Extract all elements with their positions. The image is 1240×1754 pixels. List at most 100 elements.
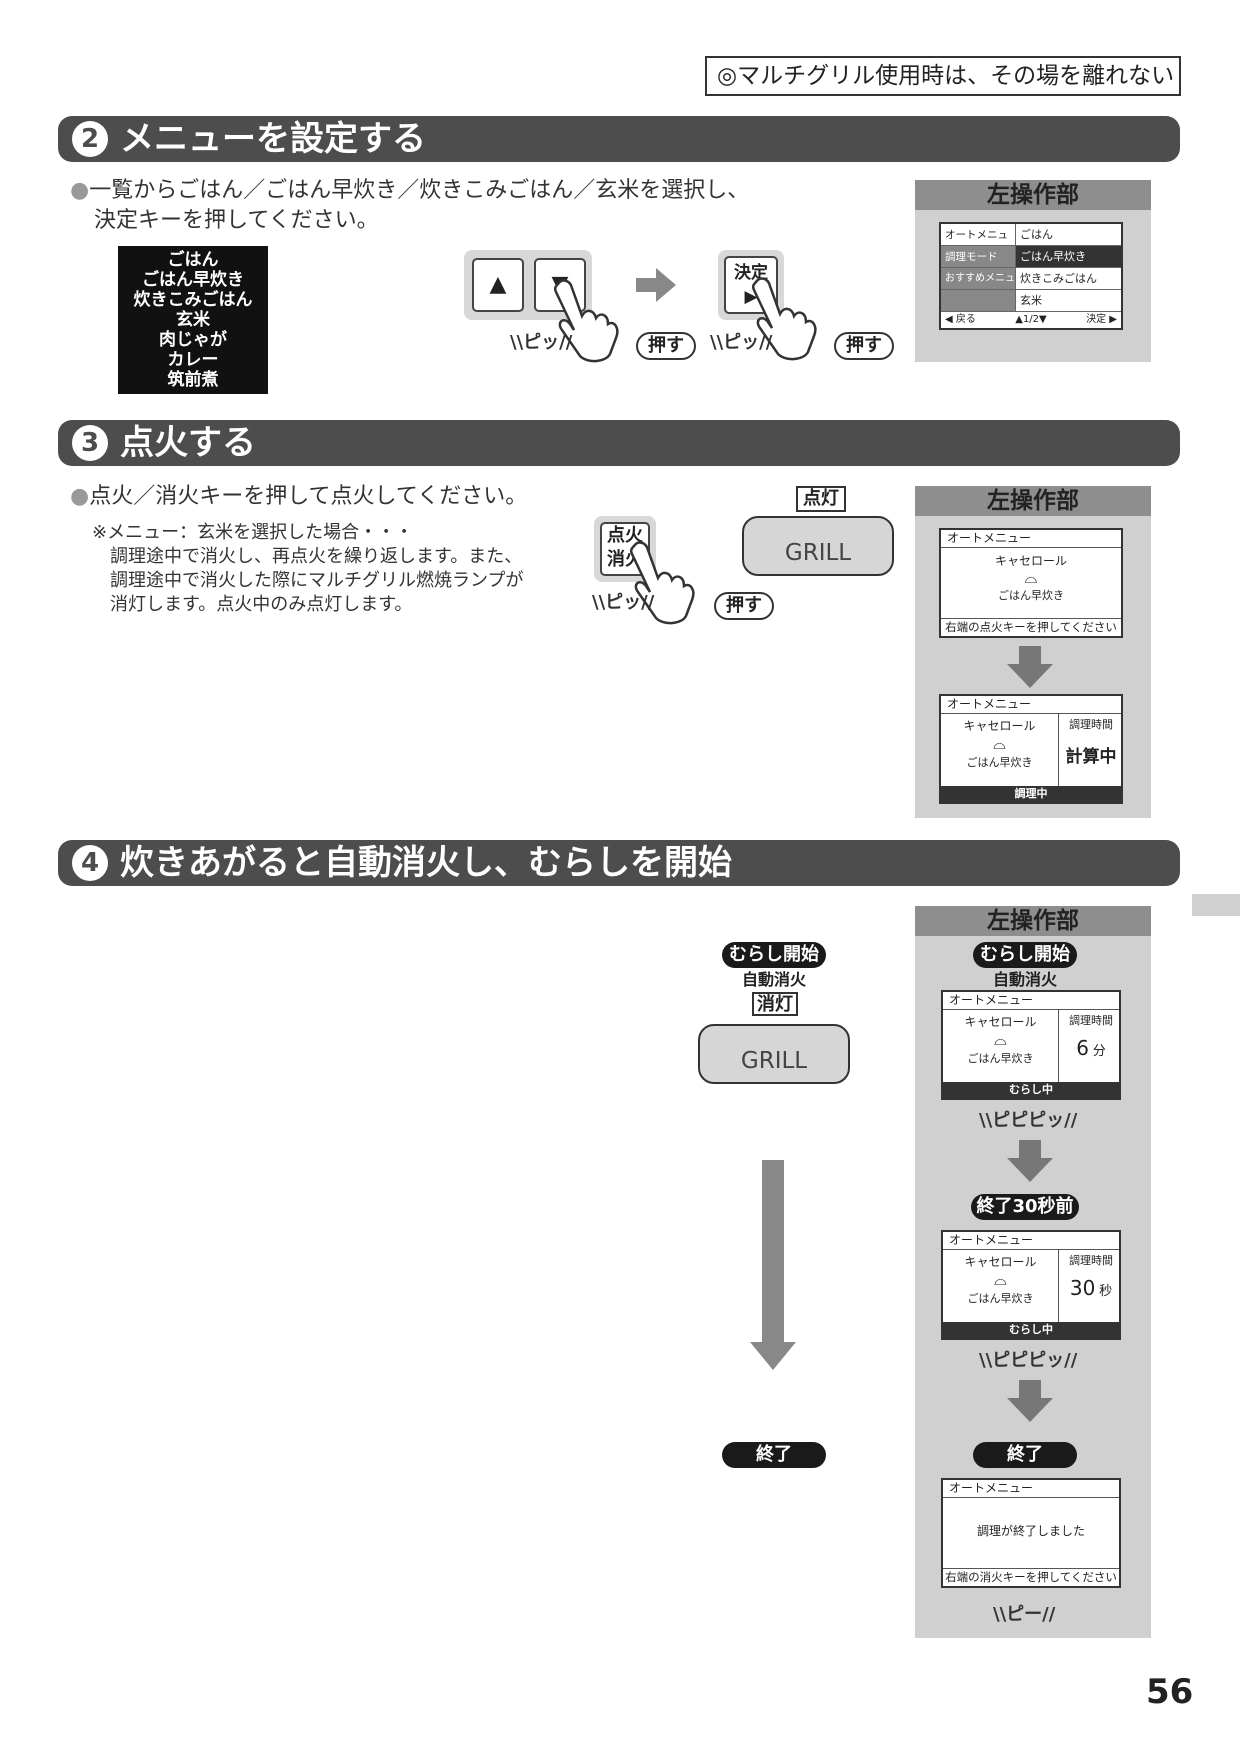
lcd-option: ごはん [1015,224,1121,245]
menu-item: 肉じゃが [159,330,227,350]
end-30s-badge: 終了30秒前 [971,1194,1079,1220]
grill-indicator: GRILL [698,1024,850,1084]
section-header-2: 2 メニューを設定する [58,116,1180,162]
lcd-header: オートメニュー [943,1480,1119,1498]
lcd-display: オートメニュー キャセロール ⌓ ごはん早炊き 調理時間 6 分 むらし中 [941,990,1121,1100]
lcd-display: オートメニュー キャセロール ⌓ ごはん早炊き 調理時間 計算中 調理中 [939,694,1123,804]
lcd-page: ▲1/2▼ [1015,314,1047,325]
lcd-option-selected: ごはん早炊き [1015,246,1121,267]
lamp-lit-label: 点灯 [796,486,846,512]
lcd-submenu: ごはん早炊き [967,1052,1034,1065]
lcd-footer: むらし中 [943,1082,1119,1098]
lcd-submenu: ごはん早炊き [998,589,1064,602]
left-control-panel: 左操作部 オートメニュー ごはん 調理モード ごはん早炊き おすすめメニュー 炊… [915,180,1151,362]
lcd-time-label: 調理時間 [1069,718,1113,731]
menu-item: 筑前煮 [167,370,219,390]
lcd-header: オートメニュー [941,696,1121,714]
menu-item: 炊きこみごはん [133,290,253,310]
lcd-display: オートメニュー 調理が終了しました 右端の消火キーを押してください [941,1478,1121,1588]
note-text: ※メニュー：玄米を選択した場合・・・ [92,522,414,543]
panel-title: 左操作部 [915,906,1151,936]
lcd-time-label: 調理時間 [1069,1014,1113,1027]
section-title: メニューを設定する [120,119,426,159]
lcd-menu-name: キャセロール [994,554,1067,568]
left-control-panel: 左操作部 むらし開始 自動消火 オートメニュー キャセロール ⌓ ごはん早炊き … [915,906,1151,1638]
instruction-text: ●点火／消火キーを押して点火してください。 [70,484,528,509]
push-label: 押す [834,332,894,360]
note-text: 消灯します。点火中のみ点灯します。 [110,594,413,615]
panel-title: 左操作部 [915,180,1151,210]
side-index-tab [1192,894,1240,916]
instruction-text-cont: 決定キーを押してください。 [94,208,379,233]
section-number: 3 [72,425,108,461]
arrow-down-icon [750,1160,796,1370]
lcd-menu-name: キャセロール [964,1015,1037,1029]
section-title: 炊きあがると自動消火し、むらしを開始 [120,843,732,883]
lcd-display: オートメニュー キャセロール ⌓ ごはん早炊き 調理時間 30 秒 むらし中 [941,1230,1121,1340]
lcd-submenu: ごはん早炊き [967,1292,1034,1305]
lcd-mode-label: 調理モード [941,246,1015,267]
up-key[interactable]: ▲ [472,258,524,312]
pot-icon: ⌓ [994,1270,1007,1289]
beep-sound: \\ピッ// [592,592,655,613]
lcd-mode-label [941,290,1015,311]
lcd-footer: むらし中 [943,1322,1119,1338]
menu-item: 玄米 [176,310,210,330]
bullet-icon: ● [70,178,90,203]
beep-sound: \\ピッ// [710,332,773,353]
lcd-display: オートメニュー ごはん 調理モード ごはん早炊き おすすめメニュー 炊きこみごは… [939,222,1123,330]
arrow-down-icon [1007,1380,1053,1422]
beep-sound: \\ピッ// [510,332,573,353]
section-number: 2 [72,121,108,157]
lcd-header: オートメニュー [943,1232,1119,1250]
arrow-down-icon [1007,1140,1053,1182]
menu-list: ごはん ごはん早炊き 炊きこみごはん 玄米 肉じゃが カレー 筑前煮 [118,246,268,394]
left-control-panel: 左操作部 オートメニュー キャセロール ⌓ ごはん早炊き 右端の点火キーを押して… [915,486,1151,818]
note-text: 調理途中で消火し、再点火を繰り返します。また、 [110,546,523,567]
beep-sound: \\ピー// [993,1604,1056,1625]
lcd-display: オートメニュー キャセロール ⌓ ごはん早炊き 右端の点火キーを押してください [939,528,1123,638]
menu-item: カレー [167,350,219,370]
end-badge: 終了 [722,1442,826,1468]
pot-icon: ⌓ [994,1030,1007,1049]
arrow-down-icon [1007,646,1053,688]
lcd-option: 玄米 [1015,290,1121,311]
pot-icon: ⌓ [993,734,1006,753]
lcd-time-label: 調理時間 [1069,1254,1113,1267]
pressing-hand-icon [553,279,619,363]
lcd-header: オートメニュー [941,530,1121,548]
beep-sound: \\ピピピッ// [979,1350,1078,1371]
bullet-icon: ● [70,484,90,509]
pot-icon: ⌓ [1024,568,1038,587]
push-label: 押す [636,332,696,360]
panel-title: 左操作部 [915,486,1151,516]
grill-indicator: GRILL [742,516,894,576]
menu-item: ごはん [167,250,219,270]
lamp-off-label: 消灯 [752,992,798,1016]
instruction-text: ●一覧からごはん／ごはん早炊き／炊きこみごはん／玄米を選択し、 [70,178,750,203]
murashi-start-badge: むらし開始 [722,942,826,968]
lcd-ok: 決定 ▶ [1086,314,1117,325]
lcd-footer: 右端の点火キーを押してください [941,618,1121,636]
lcd-time-value: 計算中 [1065,747,1117,767]
lcd-mode-label: おすすめメニュー [941,268,1015,306]
lcd-menu-name: キャセロール [963,719,1036,733]
arrow-right-icon [636,268,676,302]
auto-off-label: 自動消火 [741,970,806,989]
lcd-time-value: 6 分 [1076,1036,1106,1060]
push-label: 押す [714,592,774,620]
note-text: 調理途中で消火した際にマルチグリル燃焼ランプが [110,570,524,591]
lcd-option: 炊きこみごはん [1015,268,1121,289]
lcd-submenu: ごはん早炊き [966,756,1033,769]
lcd-message: 調理が終了しました [976,1524,1085,1538]
beep-sound: \\ピピピッ// [979,1110,1078,1131]
lcd-back: ◀ 戻る [945,314,976,325]
lcd-footer: 右端の消火キーを押してください [943,1568,1119,1586]
lcd-menu-name: キャセロール [964,1255,1037,1269]
lcd-footer: 調理中 [941,786,1121,802]
section-number: 4 [72,845,108,881]
pressing-hand-icon [629,541,695,625]
lcd-header: オートメニュー [943,992,1119,1010]
pressing-hand-icon [751,277,817,361]
